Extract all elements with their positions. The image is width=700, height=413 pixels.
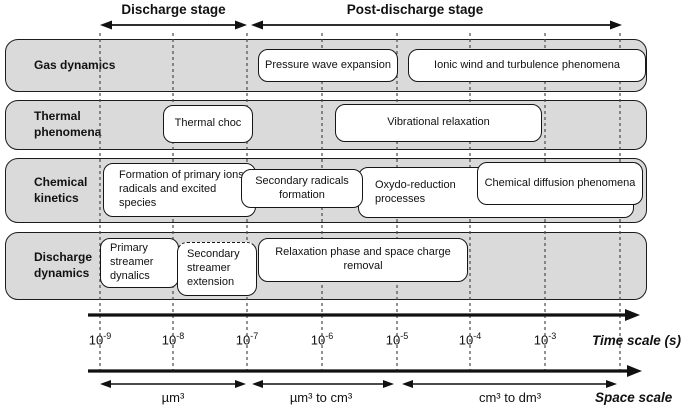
tick-base: 10: [235, 332, 251, 348]
row-label-thermal-phenomena: Thermal phenomena: [34, 109, 102, 139]
band-thermal-phenomena: Thermal phenomena: [5, 100, 647, 150]
box-vibrational-relaxation: Vibrational relaxation: [335, 104, 542, 142]
space-range-arrow-cm3-dm3: [402, 380, 617, 388]
row-label-discharge-dynamics: Discharge dynamics: [34, 250, 93, 280]
space-range-arrow-um3-cm3: [252, 380, 394, 388]
tick-base: 10: [88, 332, 104, 348]
row-label-chemical-kinetics: Chemical kinetics: [34, 174, 88, 205]
space-range-label-cm3-dm3: cm³ to dm³: [478, 390, 542, 405]
tick-exp: -8: [176, 331, 185, 341]
space-scale-axis-label: Space scale: [595, 390, 673, 405]
tick-exp: -6: [325, 331, 334, 341]
tick-base: 10: [385, 332, 401, 348]
space-range-label-um3: µm³: [161, 390, 185, 405]
time-tick-1e-3: 10-3: [515, 331, 575, 347]
box-secondary-streamer: Secondary streamer extension: [177, 242, 257, 296]
time-tick-1e-9: 10-9: [70, 331, 130, 347]
tick-exp: -9: [103, 331, 112, 341]
tick-base: 10: [458, 332, 474, 348]
tick-base: 10: [161, 332, 177, 348]
time-tick-1e-6: 10-6: [292, 331, 352, 347]
tick-base: 10: [533, 332, 549, 348]
box-thermal-choc: Thermal choc: [163, 105, 253, 143]
time-scale-axis-label: Time scale (s): [592, 333, 682, 348]
tick-base: 10: [310, 332, 326, 348]
time-tick-1e-5: 10-5: [367, 331, 427, 347]
space-axis: [88, 365, 642, 377]
tick-exp: -7: [250, 331, 259, 341]
tick-exp: -5: [400, 331, 409, 341]
time-tick-1e-8: 10-8: [143, 331, 203, 347]
box-relaxation-phase: Relaxation phase and space charge remova…: [258, 238, 468, 282]
tick-exp: -4: [473, 331, 482, 341]
discharge-stage-label: Discharge stage: [121, 2, 226, 17]
box-secondary-radicals: Secondary radicals formation: [241, 169, 363, 208]
space-range-arrow-um3: [100, 380, 246, 388]
tick-exp: -3: [548, 331, 557, 341]
row-label-gas-dynamics: Gas dynamics: [34, 57, 116, 72]
box-oxydo-reduction-label: Oxydo-reduction processes: [375, 178, 456, 205]
box-primary-streamer: Primary streamer dynalics: [100, 238, 179, 288]
time-tick-1e-7: 10-7: [217, 331, 277, 347]
discharge-stage-arrow: [100, 20, 247, 30]
box-formation-primary-ions: Formation of primary ions, radicals and …: [103, 163, 256, 217]
post-discharge-stage-arrow: [251, 20, 622, 30]
post-discharge-stage-label: Post-discharge stage: [346, 2, 484, 17]
time-axis: [88, 309, 640, 321]
box-pressure-wave-expansion: Pressure wave expansion: [258, 49, 398, 82]
box-chemical-diffusion: Chemical diffusion phenomena: [477, 162, 643, 205]
space-range-label-um3-cm3: µm³ to cm³: [289, 390, 353, 405]
box-ionic-wind-turbulence: Ionic wind and turbulence phenomena: [408, 49, 646, 82]
time-tick-1e-4: 10-4: [440, 331, 500, 347]
